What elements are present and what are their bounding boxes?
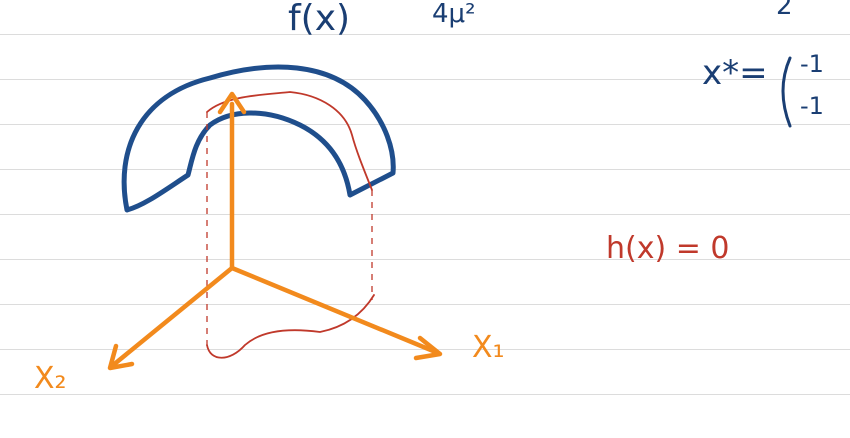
cropped-term: 4μ² — [432, 0, 476, 29]
ruled-line — [0, 79, 850, 80]
ruled-line — [0, 304, 850, 305]
objective-surface — [121, 64, 396, 213]
constraint-curve-in-plane — [206, 294, 375, 359]
vector-bracket — [781, 56, 792, 128]
x2-axis — [109, 265, 235, 369]
cropped-tail: 2 — [776, 0, 793, 21]
x1-axis — [229, 265, 441, 356]
optimum-symbol: x*= — [702, 53, 768, 93]
constraint-curve-on-surface — [206, 91, 373, 191]
x1-axis-label: X₁ — [472, 330, 505, 365]
x2-axis-label: X₂ — [34, 361, 67, 396]
ruled-line — [0, 169, 850, 170]
ruled-line — [0, 34, 850, 35]
ruled-line — [0, 124, 850, 125]
vector-entry-1: -1 — [800, 50, 824, 78]
constraint-equation: h(x) = 0 — [606, 231, 729, 266]
vector-entry-2: -1 — [800, 92, 824, 120]
vertical-axis-arrowhead — [217, 91, 247, 115]
ruled-line — [0, 259, 850, 260]
x1-axis-arrowhead — [413, 335, 443, 361]
ruled-line — [0, 214, 850, 215]
function-label: f(x) — [288, 0, 350, 39]
x2-axis-arrowhead — [107, 343, 135, 371]
ruled-line — [0, 394, 850, 395]
